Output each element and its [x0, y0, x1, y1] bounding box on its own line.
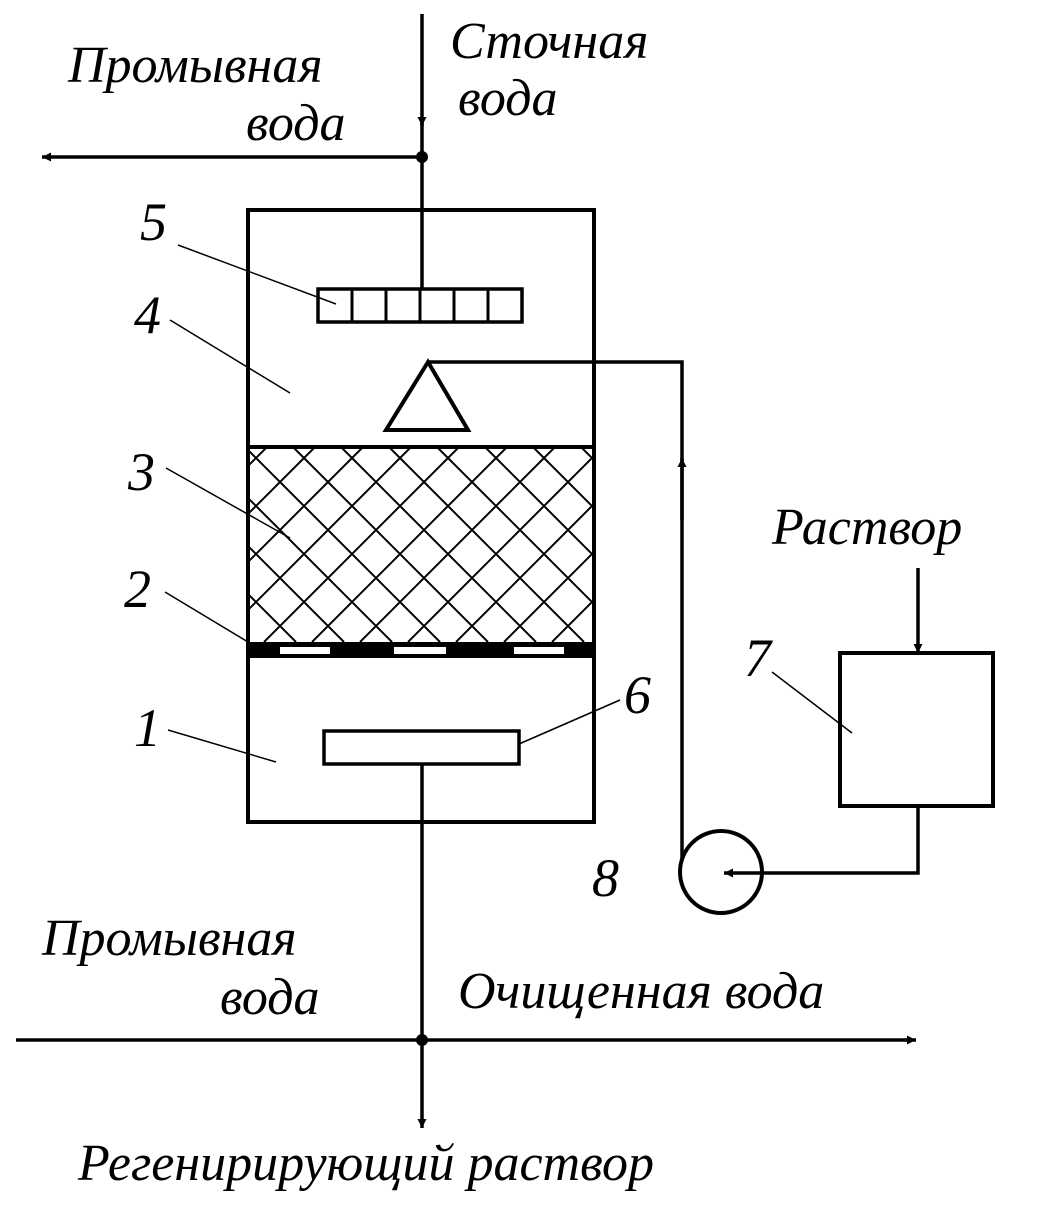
hatch-line — [581, 448, 594, 462]
hatch-line — [485, 448, 594, 558]
pump — [678, 829, 764, 915]
hatch-line — [248, 448, 315, 516]
top-distributor — [316, 287, 524, 324]
filter-bed — [0, 448, 794, 642]
leader-2 — [164, 591, 249, 643]
leader-7 — [771, 671, 853, 734]
hatch-line — [248, 496, 393, 642]
hatch-line — [341, 448, 537, 642]
hatch-line — [389, 448, 585, 642]
bottom-collector — [322, 729, 521, 766]
hatch-line — [311, 448, 507, 642]
leader-5 — [177, 244, 337, 305]
leader-3 — [165, 467, 291, 539]
solution-tank — [838, 651, 995, 808]
hatch-line — [407, 454, 594, 642]
label-regenerating-solution: Регенирирующий раствор — [77, 1135, 654, 1192]
drainage-slot-3 — [514, 647, 564, 654]
label-solution: Раствор — [771, 499, 962, 556]
label-waste-water-2: вода — [458, 70, 558, 127]
leader-6 — [518, 699, 621, 745]
hatch-line — [533, 448, 594, 510]
hatch-line — [248, 544, 345, 642]
hatch-line — [0, 448, 74, 642]
hatch-line — [551, 598, 594, 642]
hatch-line — [455, 502, 594, 642]
tank-to-pump-line — [724, 806, 920, 878]
number-7: 7 — [744, 628, 773, 688]
hatch-line — [248, 448, 441, 642]
label-wash-water-top-1: Промывная — [67, 37, 323, 94]
hatch-line — [248, 592, 297, 642]
label-wash-water-bottom-1: Промывная — [41, 910, 297, 967]
hatch-line — [293, 448, 489, 642]
number-5: 5 — [140, 192, 167, 252]
hatch-line — [437, 448, 594, 606]
solution-sprayer — [382, 358, 472, 432]
hatch-line — [24, 448, 218, 642]
number-8: 8 — [592, 848, 619, 908]
hatch-line — [248, 448, 363, 564]
number-6: 6 — [624, 665, 651, 725]
label-wash-water-top-2: вода — [246, 95, 346, 152]
hatch-line — [0, 448, 122, 642]
label-waste-water-1: Сточная — [450, 13, 648, 70]
number-3: 3 — [127, 442, 155, 502]
label-purified-water: Очищенная вода — [458, 963, 824, 1020]
hatch-line — [359, 448, 555, 642]
number-4: 4 — [134, 285, 161, 345]
hatch-line — [503, 550, 594, 642]
number-1: 1 — [134, 698, 161, 758]
solution-supply-line — [428, 360, 684, 860]
hatch-line — [600, 448, 794, 642]
hatch-line — [248, 448, 411, 612]
drainage-slot-2 — [394, 647, 446, 654]
label-wash-water-bottom-2: вода — [220, 969, 320, 1026]
leader-1 — [167, 729, 277, 763]
number-2: 2 — [124, 559, 151, 619]
hatch-line — [248, 448, 267, 468]
drainage-slot-1 — [280, 647, 330, 654]
hatch-line — [263, 448, 459, 642]
leader-4 — [169, 319, 291, 394]
